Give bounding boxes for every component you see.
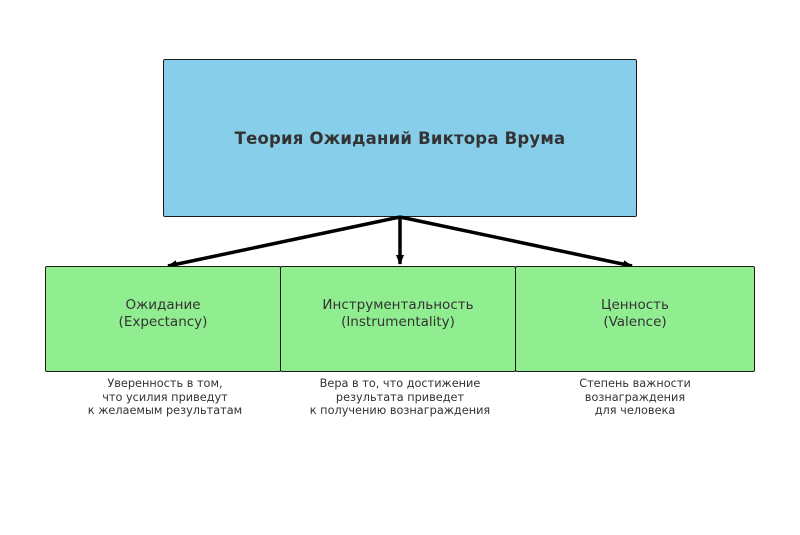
factor-box-instrumentality: Инструментальность (Instrumentality) — [280, 266, 516, 372]
factor-english-name: (Expectancy) — [118, 314, 208, 330]
theory-title-box: Теория Ожиданий Виктора Врума — [163, 59, 637, 217]
description-line: Уверенность в том, — [107, 377, 223, 390]
description-line: Вера в то, что достижение — [319, 377, 481, 390]
description-line: результата приведет — [335, 390, 465, 404]
factor-description-instrumentality: Вера в то, что достижение результата при… — [280, 377, 520, 418]
factor-name: Инструментальность — [322, 297, 474, 313]
description-line: Степень важности — [579, 377, 691, 390]
factor-english-name: (Valence) — [603, 314, 667, 330]
factor-box-expectancy: Ожидание (Expectancy) — [45, 266, 281, 372]
factor-description-expectancy: Уверенность в том, что усилия приведут к… — [45, 377, 285, 418]
factor-english-name: (Instrumentality) — [341, 314, 455, 330]
arrow-to-expectancy — [167, 215, 401, 269]
theory-title: Теория Ожиданий Виктора Врума — [234, 128, 566, 148]
description-line: к желаемым результатам — [87, 404, 243, 418]
factor-name: Ожидание — [125, 297, 201, 313]
description-line: что усилия приведут — [102, 390, 228, 404]
description-line: к получению вознаграждения — [309, 404, 491, 418]
factor-box-valence: Ценность (Valence) — [515, 266, 755, 372]
factor-description-valence: Степень важности вознаграждения для чело… — [515, 377, 755, 418]
description-line: для человека — [594, 404, 676, 418]
factor-name: Ценность — [601, 297, 669, 313]
description-line: вознаграждения — [584, 390, 686, 404]
arrow-to-valence — [399, 215, 633, 269]
